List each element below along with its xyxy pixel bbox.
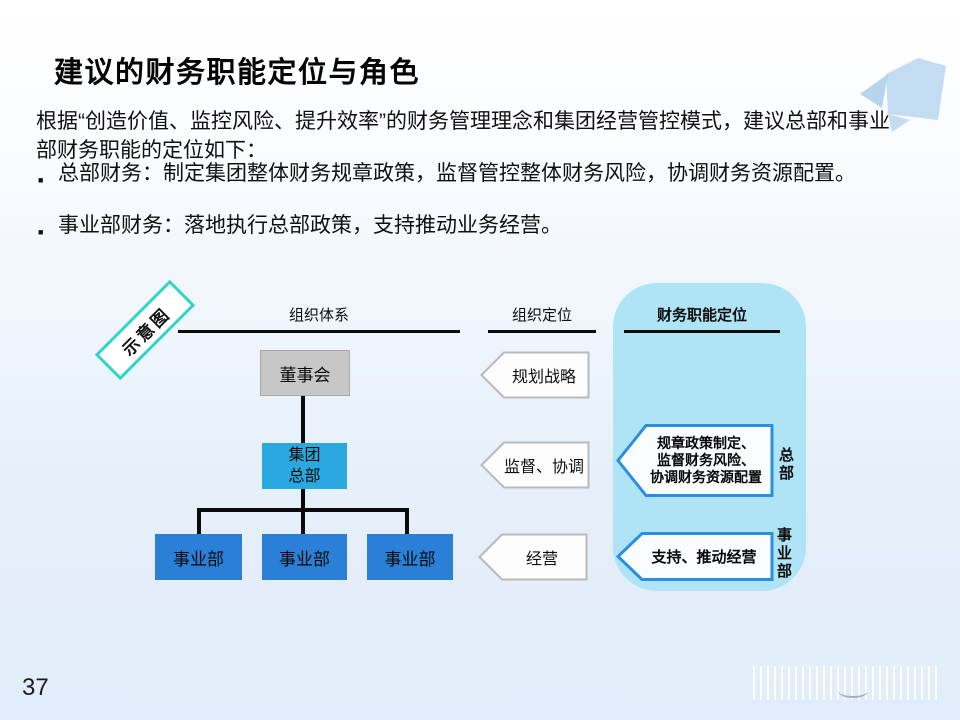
finance-arrow-unit-label: 支持、推动经营 (651, 549, 757, 566)
left-arrow-shape-icon (616, 424, 774, 497)
side-label-hq: 总部 (777, 447, 794, 483)
intro-paragraph: 根据“创造价值、监控风险、提升效率”的财务管理理念和集团经营管控模式，建议总部和… (36, 110, 890, 162)
position-arrow-strategy: 规划战略 (480, 351, 590, 399)
column-header-org-position: 组织定位 (488, 304, 596, 333)
org-box-group-hq: 集团 总部 (262, 443, 347, 489)
position-arrow-supervise-label: 监督、协调 (503, 459, 584, 476)
org-box-group-hq-line1: 集团 (288, 447, 321, 464)
connector-board-to-hq (301, 396, 305, 443)
connector-hq-down (301, 489, 305, 510)
org-box-business-unit-3: 事业部 (367, 534, 453, 580)
column-header-finance-function: 财务职能定位 (624, 304, 780, 333)
page-number: 37 (22, 674, 49, 701)
finance-arrow-hq: 规章政策制定、 监督财务风险、 协调财务资源配置 (616, 424, 774, 497)
left-arrow-shape-icon (615, 532, 774, 581)
connector-horizontal-bar (197, 508, 409, 512)
left-arrow-shape-icon (480, 351, 590, 399)
finance-arrow-unit: 支持、推动经营 (615, 532, 774, 581)
finance-arrow-hq-line3: 协调财务资源配置 (650, 469, 762, 485)
org-box-business-unit-1: 事业部 (155, 534, 242, 580)
page-title: 建议的财务职能定位与角色 (54, 57, 421, 90)
position-arrow-strategy-label: 规划战略 (511, 369, 576, 386)
position-arrow-supervise: 监督、协调 (480, 441, 590, 489)
bullet-item-hq-finance: 总部财务：制定集团整体财务规章政策，监督管控整体财务风险，协调财务资源配置。 (38, 160, 918, 194)
finance-arrow-hq-line2: 监督财务风险、 (657, 452, 755, 468)
corner-ribbon-decoration-icon (860, 58, 946, 132)
bullet-item-bu-finance: 事业部财务：落地执行总部政策，支持推动业务经营。 (38, 212, 918, 246)
bullet-list: 总部财务：制定集团整体财务规章政策，监督管控整体财务风险，协调财务资源配置。 事… (38, 160, 918, 246)
connector-drop-unit3 (405, 512, 409, 534)
finance-arrow-hq-line1: 规章政策制定、 (657, 435, 755, 451)
connector-drop-unit1 (197, 512, 201, 534)
position-arrow-operate-label: 经营 (525, 551, 558, 568)
position-arrow-operate: 经营 (478, 533, 588, 581)
org-box-business-unit-2: 事业部 (262, 534, 347, 580)
finance-arrow-hq-label: 规章政策制定、 监督财务风险、 协调财务资源配置 (642, 424, 770, 497)
org-box-group-hq-line2: 总部 (288, 468, 321, 485)
left-arrow-shape-icon (478, 533, 588, 581)
side-label-business-unit: 事业部 (775, 527, 792, 581)
left-arrow-shape-icon (480, 441, 590, 489)
org-box-board: 董事会 (260, 350, 350, 396)
connector-drop-unit2 (301, 512, 305, 534)
watermark-arc (838, 684, 868, 698)
column-header-org-system: 组织体系 (178, 304, 460, 333)
